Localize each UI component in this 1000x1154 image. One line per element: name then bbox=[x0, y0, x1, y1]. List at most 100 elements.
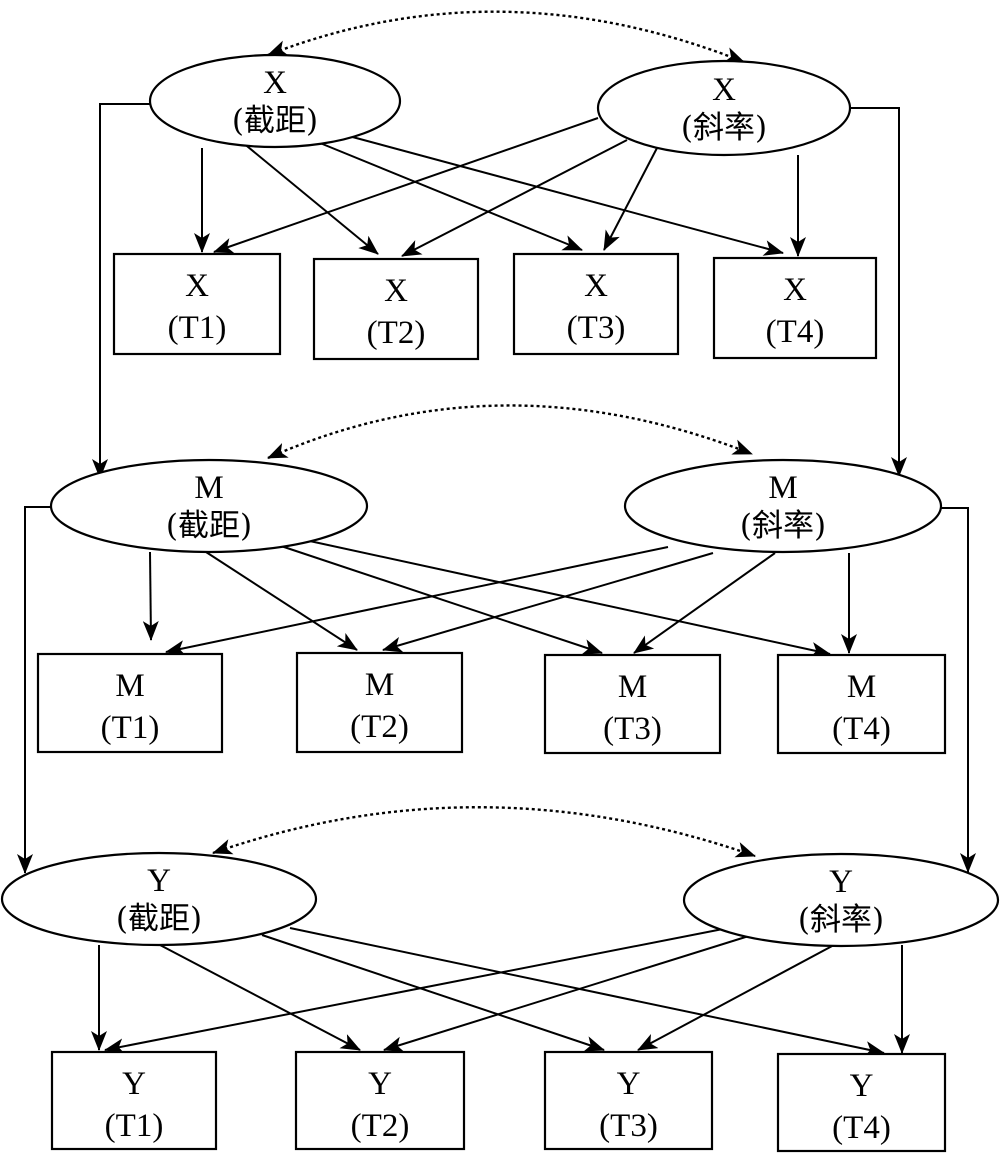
loading-arrow-y-slope-to-y-t2 bbox=[383, 934, 753, 1052]
loading-arrow-y-slope-to-y-t1 bbox=[104, 927, 729, 1055]
observed-time-label: (T1) bbox=[105, 1108, 164, 1144]
covariance-arc-x-int-x-slope bbox=[267, 10, 745, 64]
latent-variable-label: X bbox=[263, 65, 287, 101]
observed-variable-label: M bbox=[618, 669, 647, 705]
loading-arrow-m-slope-to-m-t3 bbox=[633, 552, 776, 654]
latent-node-m-int: M(截距) bbox=[49, 458, 369, 554]
observed-time-label: (T2) bbox=[351, 1108, 410, 1144]
observed-variable-label: M bbox=[115, 668, 144, 704]
observed-time-label: (T4) bbox=[832, 1110, 891, 1146]
observed-time-label: (T2) bbox=[367, 315, 426, 351]
observed-node-y-t2: Y (T2) bbox=[294, 1050, 466, 1151]
latent-ellipse bbox=[0, 851, 318, 947]
loading-arrow-m-int-to-m-t3 bbox=[277, 544, 603, 655]
loading-arrow-x-int-to-x-t2 bbox=[241, 141, 379, 255]
latent-ellipse bbox=[148, 53, 402, 149]
observed-variable-label: X bbox=[783, 272, 807, 308]
observed-variable-label: X bbox=[584, 268, 608, 304]
observed-time-label: (T4) bbox=[832, 711, 891, 747]
observed-time-label: (T3) bbox=[603, 711, 662, 747]
loading-arrow-y-int-to-y-t4 bbox=[289, 927, 885, 1057]
observed-node-m-t4: M (T4) bbox=[776, 653, 947, 755]
observed-box bbox=[36, 652, 224, 754]
loading-arrow-x-int-to-x-t3 bbox=[319, 142, 583, 251]
latent-ellipse bbox=[49, 458, 369, 554]
observed-node-m-t3: M (T3) bbox=[543, 653, 722, 755]
loading-arrow-y-int-to-y-t2 bbox=[159, 944, 361, 1051]
loading-arrow-m-int-to-m-t1 bbox=[142, 551, 159, 641]
loading-arrow-m-slope-to-m-t2 bbox=[382, 552, 714, 653]
latent-node-y-int: Y(截距) bbox=[0, 851, 318, 947]
observed-variable-label: M bbox=[847, 669, 876, 705]
covariance-arc-y-int-y-slope bbox=[212, 806, 756, 858]
loading-arrow-m-int-to-m-t2 bbox=[205, 551, 358, 651]
latent-node-x-slope: X(斜率) bbox=[596, 59, 852, 157]
latent-factor-label: (截距) bbox=[166, 508, 252, 544]
observed-box bbox=[112, 252, 282, 356]
observed-box bbox=[776, 653, 947, 755]
path-arrow-x-slope-to-m-slope bbox=[850, 107, 907, 477]
observed-time-label: (T2) bbox=[350, 709, 409, 745]
latent-node-m-slope: M(斜率) bbox=[623, 458, 943, 554]
loading-arrow-x-slope-to-x-t1 bbox=[213, 117, 599, 254]
latent-variable-label: M bbox=[768, 470, 797, 506]
observed-node-m-t1: M (T1) bbox=[36, 652, 224, 754]
observed-node-x-t2: X (T2) bbox=[312, 257, 480, 361]
latent-node-y-slope: Y(斜率) bbox=[682, 852, 1000, 948]
latent-factor-label: (斜率) bbox=[798, 902, 884, 938]
latent-ellipse bbox=[682, 852, 1000, 948]
observed-box bbox=[294, 1050, 466, 1151]
latent-variable-label: Y bbox=[829, 864, 853, 900]
observed-box bbox=[512, 252, 680, 356]
latent-ellipse bbox=[596, 59, 852, 157]
nodes-layer: X(截距)X(斜率)M(截距)M(斜率)Y(截距)Y(斜率)X(T1)X(T2)… bbox=[0, 53, 1000, 1153]
latent-factor-label: (截距) bbox=[116, 901, 202, 937]
observed-node-y-t3: Y (T3) bbox=[543, 1050, 714, 1151]
observed-node-y-t4: Y (T4) bbox=[776, 1052, 947, 1153]
loading-arrow-x-slope-to-x-t3 bbox=[603, 147, 658, 251]
observed-box bbox=[312, 257, 480, 361]
observed-time-label: (T1) bbox=[101, 710, 160, 746]
loading-arrow-x-slope-to-x-t2 bbox=[401, 139, 628, 257]
latent-factor-label: (斜率) bbox=[681, 110, 767, 146]
covariance-arc-m-int-m-slope bbox=[267, 404, 753, 460]
observed-box bbox=[295, 651, 464, 754]
observed-node-x-t3: X (T3) bbox=[512, 252, 680, 356]
loading-arrow-m-int-to-m-t4 bbox=[304, 539, 831, 658]
loading-arrow-y-int-to-y-t3 bbox=[261, 934, 605, 1052]
observed-node-x-t4: X (T4) bbox=[712, 256, 878, 360]
latent-ellipse bbox=[623, 458, 943, 554]
latent-factor-label: (截距) bbox=[232, 103, 318, 139]
edges-layer bbox=[17, 10, 976, 1057]
observed-time-label: (T4) bbox=[766, 314, 825, 350]
loading-arrow-m-slope-to-m-t1 bbox=[165, 546, 669, 656]
latent-node-x-int: X(截距) bbox=[148, 53, 402, 149]
observed-node-m-t2: M (T2) bbox=[295, 651, 464, 754]
latent-variable-label: M bbox=[194, 470, 223, 506]
loading-arrow-y-slope-to-y-t3 bbox=[637, 944, 835, 1051]
observed-node-x-t1: X (T1) bbox=[112, 252, 282, 356]
path-arrow-x-int-to-m-int bbox=[92, 103, 150, 479]
observed-box bbox=[50, 1050, 218, 1151]
observed-box bbox=[776, 1052, 947, 1153]
observed-variable-label: X bbox=[185, 268, 209, 304]
path-arrow-m-slope-to-y-slope bbox=[941, 507, 976, 873]
observed-variable-label: Y bbox=[368, 1066, 392, 1102]
observed-time-label: (T1) bbox=[168, 310, 227, 346]
observed-variable-label: Y bbox=[850, 1068, 874, 1104]
observed-variable-label: Y bbox=[122, 1066, 146, 1102]
observed-variable-label: X bbox=[384, 273, 408, 309]
observed-time-label: (T3) bbox=[567, 310, 626, 346]
latent-factor-label: (斜率) bbox=[740, 508, 826, 544]
path-arrow-m-int-to-y-int bbox=[17, 506, 51, 874]
observed-variable-label: M bbox=[365, 667, 394, 703]
observed-box bbox=[712, 256, 878, 360]
observed-box bbox=[543, 653, 722, 755]
observed-variable-label: Y bbox=[617, 1066, 641, 1102]
latent-variable-label: X bbox=[712, 72, 736, 108]
latent-variable-label: Y bbox=[147, 863, 171, 899]
observed-node-y-t1: Y (T1) bbox=[50, 1050, 218, 1151]
observed-time-label: (T3) bbox=[599, 1108, 658, 1144]
observed-box bbox=[543, 1050, 714, 1151]
